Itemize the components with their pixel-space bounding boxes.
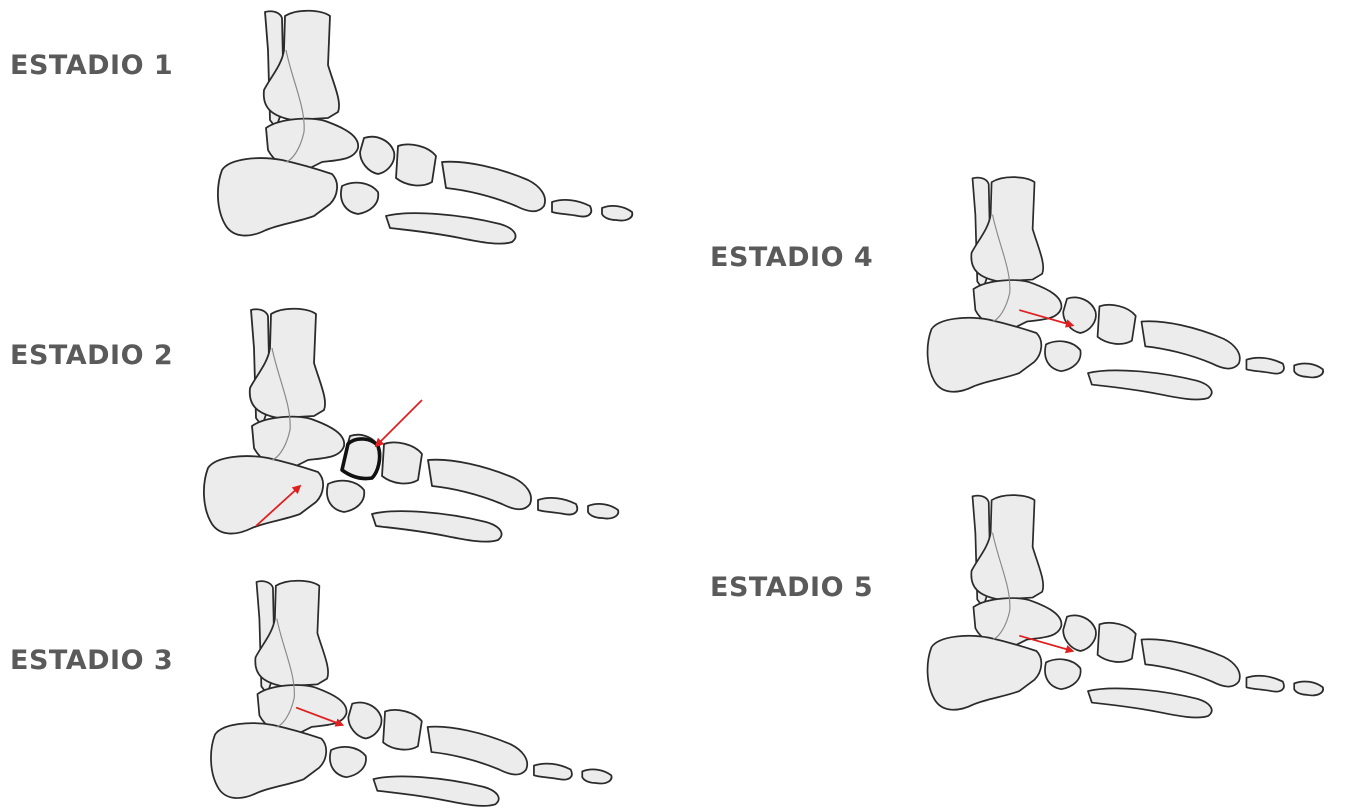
stage-2-foot-illustration xyxy=(196,308,636,548)
stage-3-label: ESTADIO 3 xyxy=(10,645,173,676)
stage-3-foot-illustration xyxy=(196,580,636,812)
stage-2-label: ESTADIO 2 xyxy=(10,340,173,371)
stage-5-label: ESTADIO 5 xyxy=(710,572,873,603)
stage-4-label: ESTADIO 4 xyxy=(710,242,873,273)
stage-1-foot-illustration xyxy=(210,10,650,250)
stage-5-foot-illustration xyxy=(920,494,1340,724)
highlighted-navicular xyxy=(342,439,380,479)
arrow-upper xyxy=(376,400,422,446)
stage-4-foot-illustration xyxy=(920,176,1340,406)
stage-1-label: ESTADIO 1 xyxy=(10,50,173,81)
